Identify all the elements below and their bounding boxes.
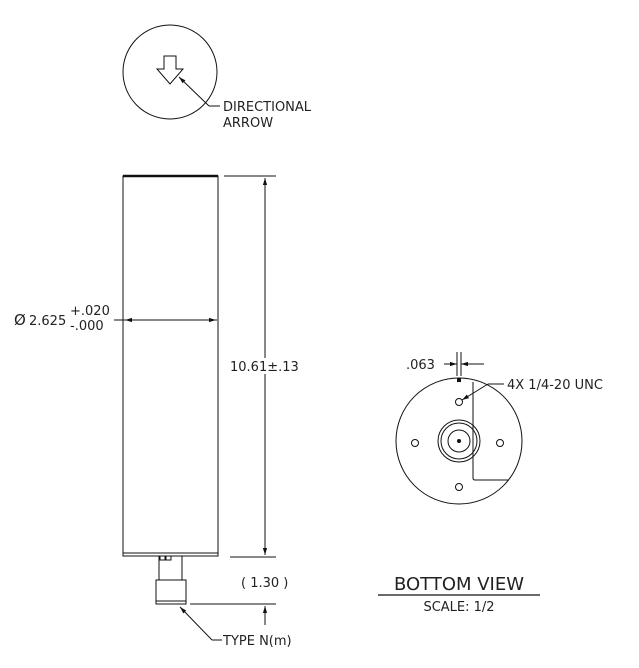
- diameter-value: 2.625: [29, 314, 66, 329]
- diameter-tolerance-upper: +.020: [70, 304, 110, 319]
- bottom-view-title: BOTTOM VIEW: [394, 574, 524, 595]
- top-view-circle: [122, 24, 218, 120]
- center-pin: [457, 439, 461, 443]
- length-dimension: 10.61±.13: [230, 360, 299, 375]
- connector-leader: [179, 606, 213, 641]
- diameter-tolerance-lower: -.000: [70, 319, 104, 334]
- slot-outline: [472, 382, 509, 481]
- connector-inner-ring: [447, 429, 471, 453]
- bottom-view: .063 4X 1/4-20 UNC BOTTOM VIEW SCALE: 1/…: [378, 352, 603, 615]
- directional-arrow-icon: [155, 55, 185, 85]
- connector-length-dimension: ( 1.30 ): [241, 576, 288, 591]
- side-view: 10.61±.13 Ø 2.625 +.020 -.000 ( 1.30 ) T…: [14, 174, 302, 649]
- mount-hole-bottom: [455, 483, 463, 491]
- diameter-symbol: Ø: [14, 311, 26, 329]
- directional-arrow-label-1: DIRECTIONAL: [223, 100, 312, 115]
- hole-callout: 4X 1/4-20 UNC: [507, 378, 603, 393]
- hole-callout-leader: [461, 383, 489, 401]
- mount-hole-right: [496, 439, 504, 447]
- slot-width-dimension: .063: [406, 358, 435, 373]
- cylinder-body: [122, 175, 219, 557]
- connector-outer-ring: [437, 419, 481, 463]
- type-n-connector: [155, 555, 187, 605]
- connector-callout: TYPE N(m): [222, 634, 292, 649]
- mount-hole-top: [455, 398, 463, 406]
- top-view: DIRECTIONAL ARROW: [122, 24, 312, 131]
- directional-arrow-leader: [178, 76, 210, 107]
- bottom-view-scale: SCALE: 1/2: [423, 600, 494, 615]
- mount-hole-left: [411, 439, 419, 447]
- directional-arrow-label-2: ARROW: [223, 116, 273, 131]
